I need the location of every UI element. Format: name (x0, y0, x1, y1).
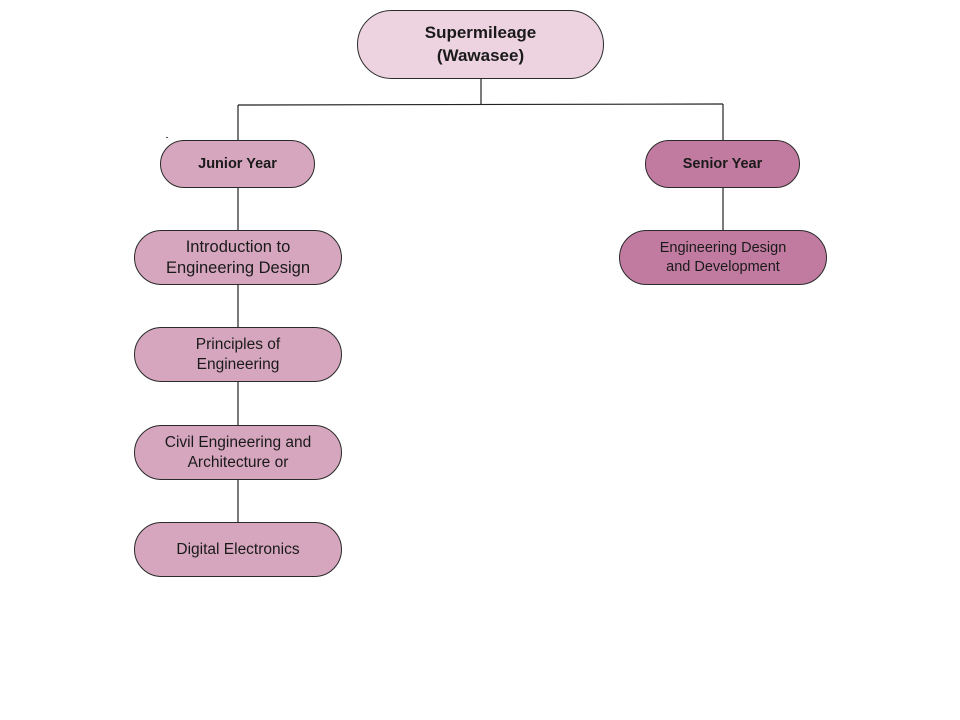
root-node-line1: Supermileage (424, 23, 537, 43)
course-node-line1: Introduction to (185, 237, 291, 256)
course-node-line2: Engineering (196, 355, 280, 373)
stray-mark (166, 137, 168, 138)
root-node-line2: (Wawasee) (436, 45, 525, 65)
course-node-civil-engineering-architecture[interactable]: Civil Engineering and Architecture or (134, 425, 342, 480)
course-node-principles-of-engineering[interactable]: Principles of Engineering (134, 327, 342, 382)
course-node-digital-electronics[interactable]: Digital Electronics (134, 522, 342, 577)
junior-year-label: Junior Year (198, 155, 277, 172)
course-node-line1: Civil Engineering and (164, 434, 312, 452)
course-node-line1: Engineering Design (659, 240, 787, 257)
senior-year-label: Senior Year (682, 155, 763, 172)
connector-horizontal-bar (237, 103, 724, 106)
course-node-line2: and Development (666, 258, 780, 275)
senior-year-node[interactable]: Senior Year (645, 140, 800, 188)
course-node-line1: Digital Electronics (176, 540, 300, 558)
junior-year-node[interactable]: Junior Year (160, 140, 315, 188)
course-node-intro-engineering-design[interactable]: Introduction to Engineering Design (134, 230, 342, 285)
course-node-engineering-design-development[interactable]: Engineering Design and Development (619, 230, 827, 285)
course-node-line2: Engineering Design (165, 258, 310, 277)
course-node-line2: Architecture or (187, 453, 289, 471)
root-node-supermileage[interactable]: Supermileage (Wawasee) (357, 10, 604, 79)
course-node-line1: Principles of (195, 336, 281, 354)
